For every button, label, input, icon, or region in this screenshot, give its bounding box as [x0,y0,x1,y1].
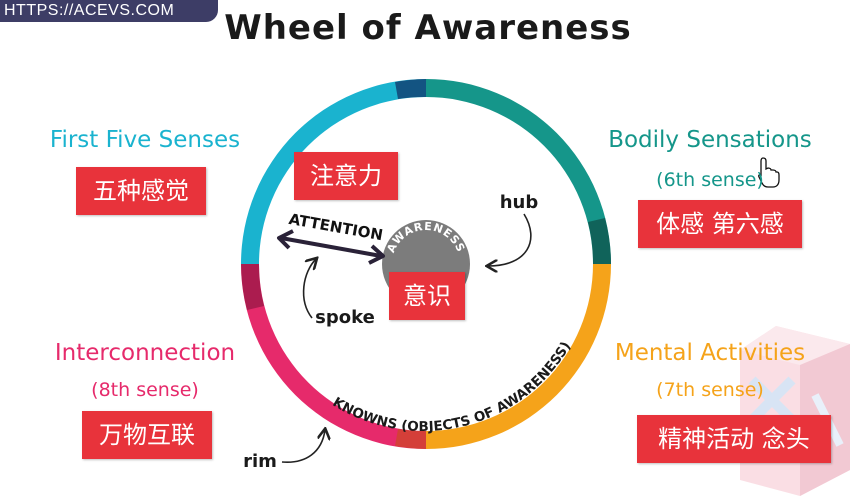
url-watermark: HTTPS://ACEVS.COM [0,0,218,22]
hub-cn-badge: 意识 [389,272,465,320]
senses-cn-badge: 五种感觉 [76,167,206,215]
mental-subtitle: (7th sense) [656,379,764,401]
mental-title: Mental Activities [614,340,806,366]
attention-cn-badge: 注意力 [294,152,398,200]
rim-mental-quadrant [426,264,611,449]
rim-knowns-text: KNOWNS (OBJECTS OF AWARENESS) [330,339,574,435]
senses-title: First Five Senses [49,127,241,153]
svg-text:KNOWNS (OBJECTS OF AWARENESS): KNOWNS (OBJECTS OF AWARENESS) [330,339,574,435]
interconnection-cn-badge: 万物互联 [82,411,212,459]
mental-cn-badge: 精神活动 念头 [637,415,831,463]
interconnection-subtitle: (8th sense) [91,379,199,401]
spoke-label: spoke [315,307,375,328]
interconnection-title: Interconnection [54,340,236,366]
hand-cursor-icon [758,157,780,188]
attention-label: ATTENTION [287,210,384,244]
bodily-cn-badge: 体感 第六感 [638,200,802,248]
bodily-subtitle: (6th sense) [656,169,764,191]
hub-label: hub [500,192,539,213]
bodily-title: Bodily Sensations [608,127,812,153]
rim-label: rim [243,451,277,472]
page-title: Wheel of Awareness [224,8,632,48]
